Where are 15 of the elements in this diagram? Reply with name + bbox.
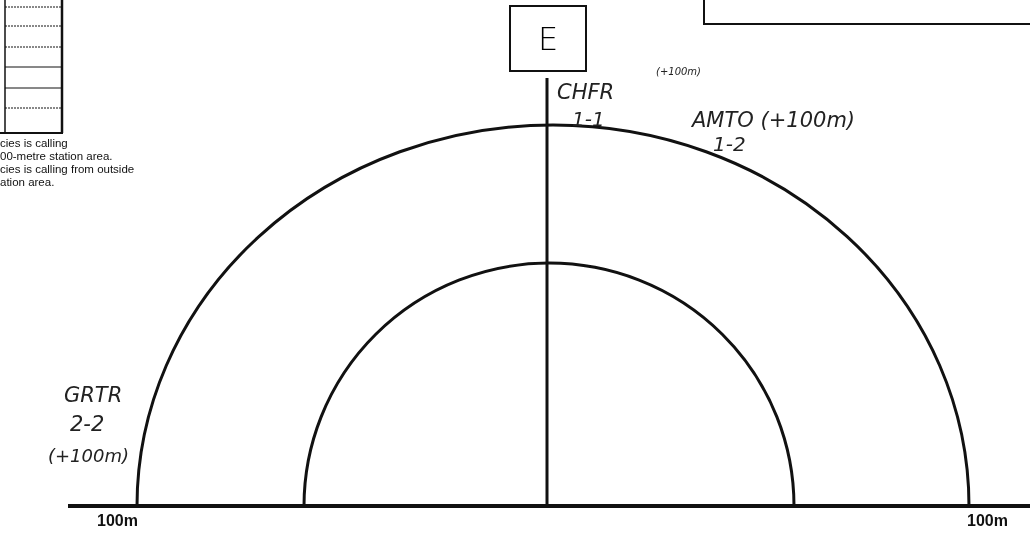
station-number: 1-2: [713, 132, 746, 156]
distance-note: (+100m): [48, 445, 130, 466]
distance-note: (+100m): [656, 66, 701, 77]
note-text: cies is calling: [0, 137, 68, 150]
station-number: 1-1: [572, 107, 605, 131]
distance-label: 100m: [967, 512, 1008, 530]
station-code: GRTR: [64, 383, 123, 407]
note-text: ation area.: [0, 176, 55, 189]
station-number: 2-2: [70, 412, 105, 436]
station-box: E: [509, 5, 587, 72]
station-code: CHFR: [557, 80, 615, 104]
note-text: cies is calling from outside: [0, 163, 135, 176]
station-code: AMTO (+100m): [692, 108, 856, 132]
distance-label: 100m: [97, 512, 138, 530]
note-text: 00-metre station area.: [0, 150, 113, 163]
